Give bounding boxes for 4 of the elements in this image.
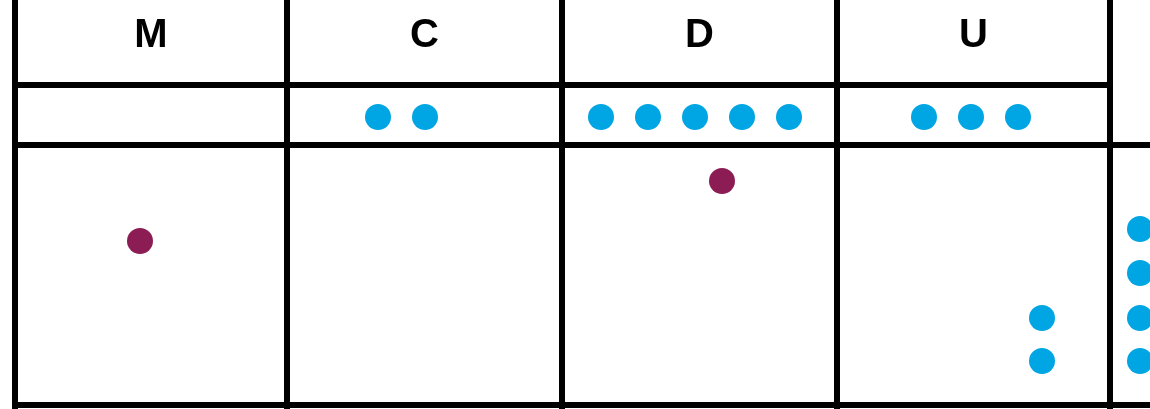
column-header: U [959, 10, 988, 57]
column-header: C [410, 10, 439, 57]
column-header: D [685, 10, 714, 57]
column-header: M [134, 10, 168, 57]
